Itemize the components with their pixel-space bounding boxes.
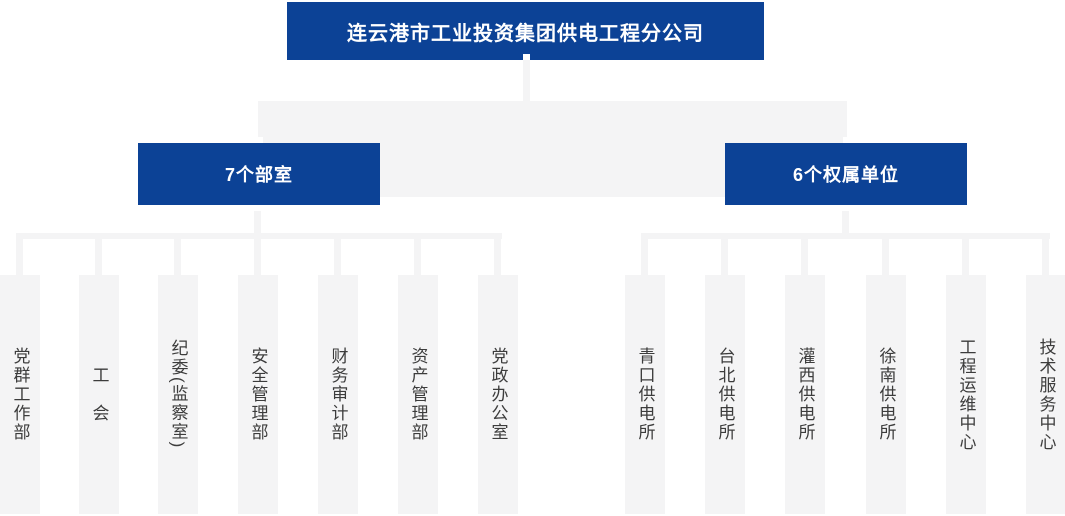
unit-column-3: 灌西供电所 [785, 275, 825, 514]
connector-dept-drop-1 [16, 239, 23, 275]
dept-column-5: 财务审计部 [318, 275, 358, 514]
dept-column-1: 党群工作部 [0, 275, 40, 514]
connector-unit-drop-6 [1042, 239, 1049, 275]
dept-column-2: 工 会 [79, 275, 119, 514]
dept-label-2: 工 会 [89, 366, 109, 423]
dept-column-6: 资产管理部 [398, 275, 438, 514]
branch-departments-label: 7个部室 [224, 165, 293, 185]
dept-column-7: 党政办公室 [478, 275, 518, 514]
unit-label-3: 灌西供电所 [795, 347, 815, 442]
unit-label-2: 台北供电所 [715, 347, 735, 442]
unit-label-4: 徐南供电所 [876, 347, 896, 442]
branch-box-departments: 7个部室 [138, 137, 380, 211]
connector-unit-drop-5 [962, 239, 969, 275]
unit-column-5: 工程运维中心 [946, 275, 986, 514]
unit-label-5: 工程运维中心 [956, 337, 976, 452]
dept-column-3: 纪委(监察室) [158, 275, 198, 514]
branch-units-label: 6个权属单位 [792, 165, 899, 185]
dept-column-4: 安全管理部 [238, 275, 278, 514]
connector-dept-drop-5 [334, 239, 341, 275]
org-root-box: 连云港市工业投资集团供电工程分公司 [287, 2, 764, 60]
connector-root-drop [523, 60, 530, 102]
dept-label-1: 党群工作部 [10, 347, 30, 442]
connector-right-branch-drop [842, 211, 849, 239]
unit-label-6: 技术服务中心 [1036, 337, 1056, 452]
unit-column-6: 技术服务中心 [1026, 275, 1065, 514]
branch-box-units: 6个权属单位 [725, 137, 967, 211]
connector-right-rail [641, 233, 1050, 239]
dept-label-3: 纪委(监察室) [168, 339, 188, 450]
connector-left-branch-drop [254, 211, 261, 275]
connector-unit-drop-4 [882, 239, 889, 275]
unit-label-1: 青口供电所 [635, 347, 655, 442]
org-root-label: 连云港市工业投资集团供电工程分公司 [347, 22, 704, 45]
connector-dept-drop-6 [414, 239, 421, 275]
connector-dept-drop-3 [174, 239, 181, 275]
unit-column-4: 徐南供电所 [866, 275, 906, 514]
connector-unit-drop-3 [801, 239, 808, 275]
connector-unit-drop-2 [721, 239, 728, 275]
connector-dept-drop-7 [494, 239, 501, 275]
connector-unit-drop-1 [641, 239, 648, 275]
dept-label-5: 财务审计部 [328, 347, 348, 442]
dept-label-7: 党政办公室 [488, 347, 508, 442]
unit-column-2: 台北供电所 [705, 275, 745, 514]
dept-label-4: 安全管理部 [248, 347, 268, 442]
connector-dept-drop-2 [95, 239, 102, 275]
dept-label-6: 资产管理部 [408, 347, 428, 442]
connector-left-rail [16, 233, 502, 239]
unit-column-1: 青口供电所 [625, 275, 665, 514]
